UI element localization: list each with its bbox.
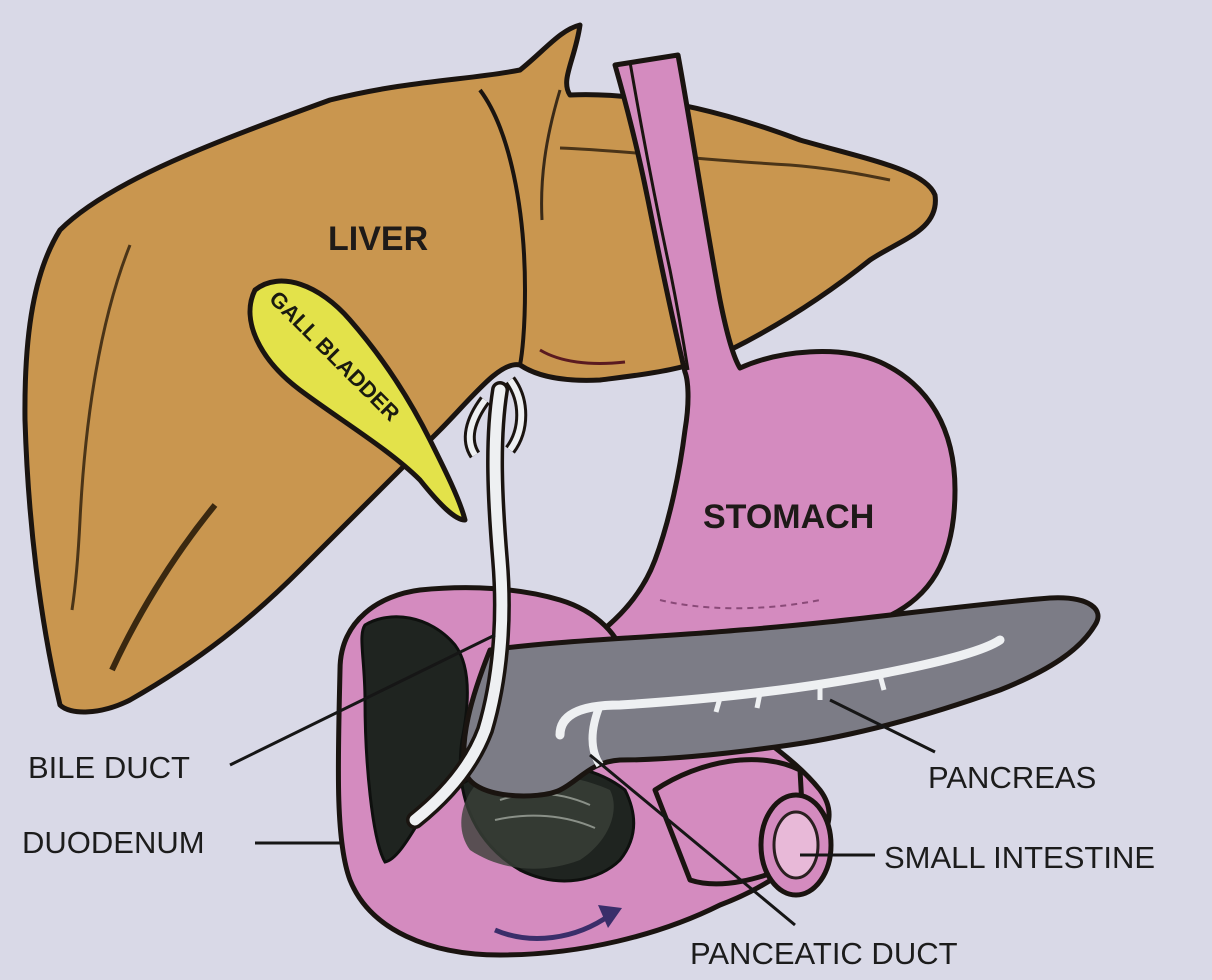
pancreas-label: PANCREAS xyxy=(928,760,1096,795)
small-intestine-label: SMALL INTESTINE xyxy=(884,840,1155,875)
bile-duct-label: BILE DUCT xyxy=(28,750,190,785)
pancreatic-duct-label: PANCEATIC DUCT xyxy=(690,936,958,971)
duodenum-label: DUODENUM xyxy=(22,825,205,860)
stomach-label: STOMACH xyxy=(703,498,874,536)
liver-label: LIVER xyxy=(328,220,428,258)
